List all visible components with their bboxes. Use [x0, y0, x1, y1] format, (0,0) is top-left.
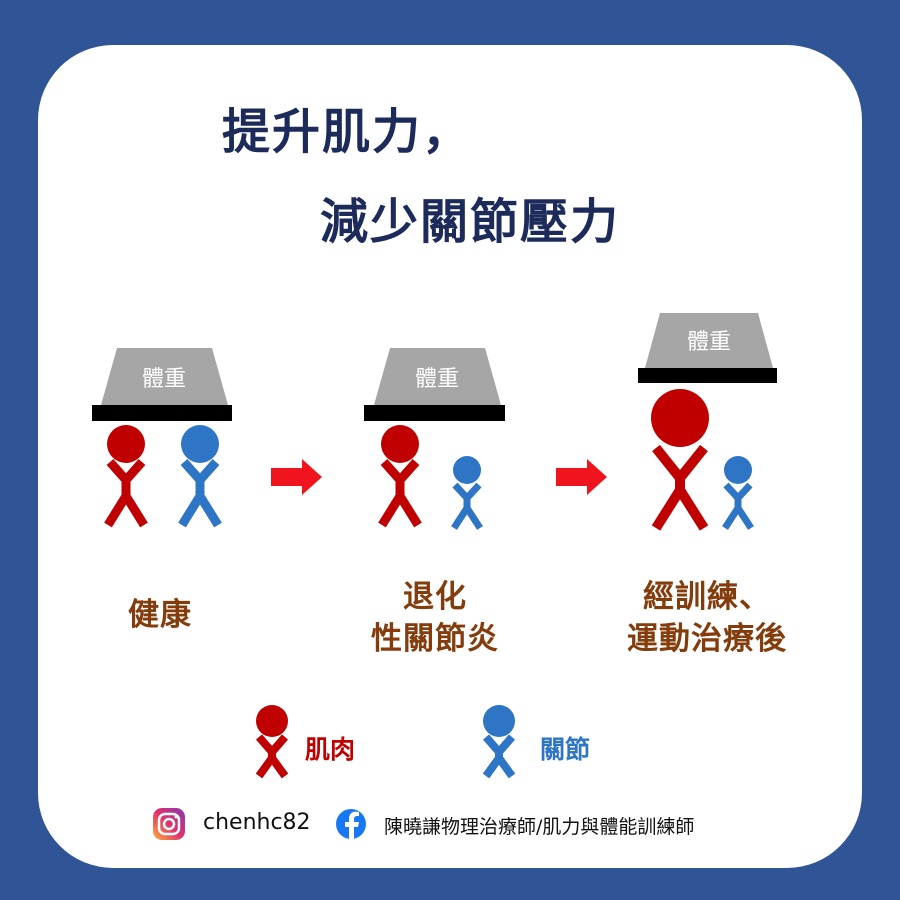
title-line-2: 減少關節壓力	[320, 194, 621, 250]
weight-label: 體重	[687, 330, 731, 355]
arrow-icon	[271, 459, 322, 495]
joint-figure-small	[722, 456, 754, 530]
weight-label: 體重	[142, 367, 186, 392]
weight-block-2: 體重	[364, 348, 505, 421]
legend-muscle-label: 肌肉	[305, 735, 356, 764]
stage-label-osteoarthritis: 退化性關節炎	[371, 579, 499, 657]
legend-muscle-icon	[255, 705, 289, 779]
instagram-handle[interactable]: chenhc82	[203, 810, 311, 835]
muscle-figure	[378, 425, 422, 528]
weight-block-1: 體重	[92, 348, 232, 421]
muscle-figure	[104, 425, 148, 528]
card	[38, 45, 862, 868]
facebook-icon	[336, 809, 366, 840]
arrow-icon	[556, 459, 607, 495]
title-line-1: 提升肌力，	[222, 104, 473, 160]
weight-block-3: 體重	[638, 313, 777, 383]
joint-figure-small	[451, 456, 483, 530]
joint-figure	[178, 425, 222, 528]
muscle-figure-large	[651, 389, 709, 531]
stage-label-healthy: 健康	[128, 597, 192, 633]
instagram-icon	[153, 808, 185, 840]
facebook-name[interactable]: 陳曉謙物理治療師/肌力與體能訓練師	[384, 816, 695, 838]
legend-joint-label: 關節	[540, 735, 591, 764]
weight-label: 體重	[415, 367, 459, 392]
stage-label-after-training: 經訓練、運動治療後	[627, 579, 787, 657]
legend-joint-icon	[482, 705, 516, 779]
